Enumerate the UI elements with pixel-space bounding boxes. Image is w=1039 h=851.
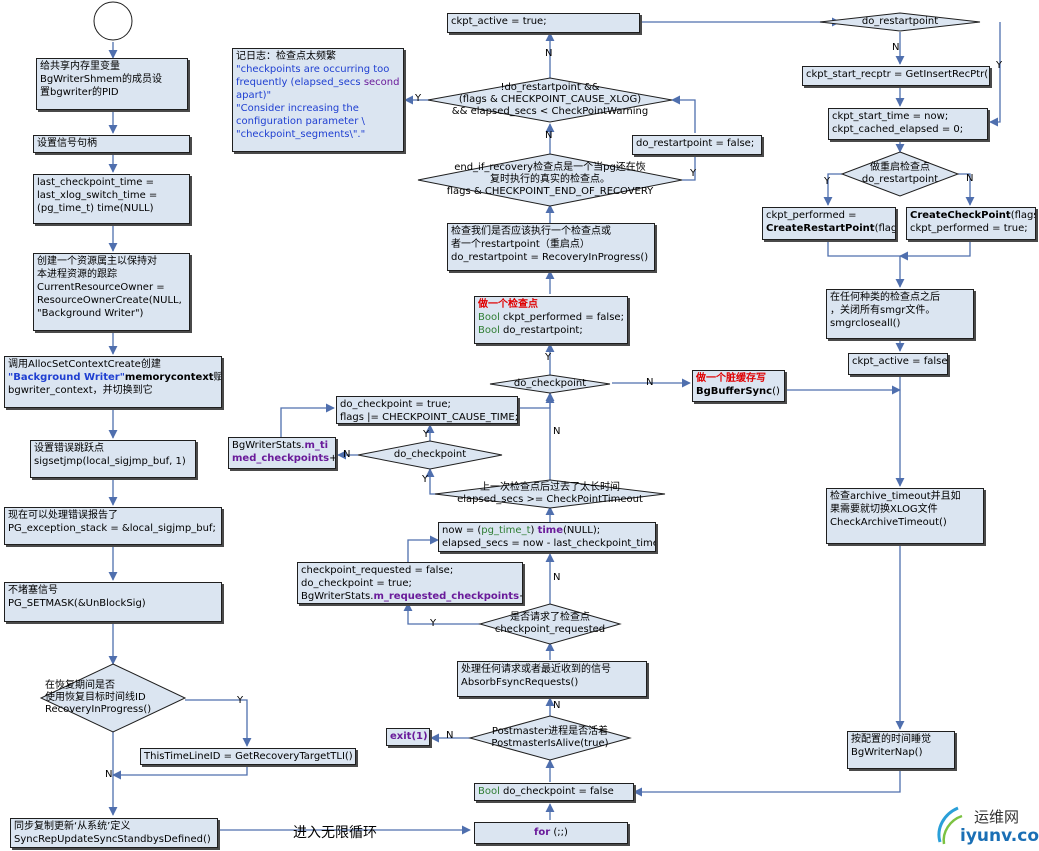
yn-label: Y <box>430 618 437 629</box>
should-restartpoint-box: 检查我们是否应该执行一个检查点或 者一个restartpoint（重启点） do… <box>447 223 655 271</box>
syncrep-box: 同步复制更新‘从系统’定义 SyncRepUpdateSyncStandbysD… <box>10 818 218 848</box>
yn-label: N <box>105 769 113 780</box>
exception-stack-box: 现在可以处理错误报告了 PG_exception_stack = &local_… <box>4 507 222 545</box>
absorb-fsync-box: 处理任何请求或者最近收到的信号 AbsorbFsyncRequests() <box>457 661 647 697</box>
infinite-loop-label: 进入无限循环 <box>293 825 377 841</box>
do-checkpoint-decision: do_checkpoint <box>513 378 587 389</box>
recovery-in-progress-decision: 在恢复期间是否 使用恢复目标时间线ID RecoveryInProgress() <box>45 680 152 715</box>
checkpoint-timeout-decision: 上一次检查点后过去了太长时间 elapsed_secs >= CheckPoin… <box>457 482 643 505</box>
restartpoint-false-box: do_restartpoint = false; <box>632 135 762 155</box>
cause-time-box: do_checkpoint = true; flags |= CHECKPOIN… <box>336 396 518 424</box>
init-do-checkpoint-box: Bool do_checkpoint = false <box>474 783 634 801</box>
requested-checkpoint-box: checkpoint_requested = false; do_checkpo… <box>297 562 523 604</box>
bgwriter-nap-box: 按配置的时间睡觉 BgWriterNap() <box>847 731 955 769</box>
ckpt-active-true-box: ckpt_active = true; <box>447 13 640 33</box>
dirty-buffer-box: 做一个脏缓存写 BgBufferSync() <box>692 370 785 402</box>
timed-checkpoint-stats-box: BgWriterStats.m_ti med_checkpoints++ <box>228 437 336 469</box>
yn-label: N <box>966 173 974 184</box>
signal-handler-box: 设置信号句柄 <box>33 135 190 153</box>
yn-label: Y <box>237 695 244 706</box>
yn-label: N <box>545 130 553 141</box>
create-restartpoint-box: ckpt_performed = CreateRestartPoint(flag… <box>762 207 896 240</box>
yn-label: N <box>892 42 900 53</box>
elapsed-time-box: now = (pg_time_t) time(NULL); elapsed_se… <box>438 522 656 552</box>
unblock-signal-box: 不堵塞信号 PG_SETMASK(&UnBlockSig) <box>4 582 222 622</box>
yn-label: Y <box>422 474 429 485</box>
restartpoint-decision: do_restartpoint <box>861 16 939 27</box>
set-pid-box: 给共享内存里变量 BgWriterShmem的成员设 置bgwriter的PID <box>36 58 188 110</box>
resource-owner-box: 创建一个资源属主以保持对 本进程资源的跟踪 CurrentResourceOwn… <box>33 253 190 331</box>
yn-label: N <box>553 700 561 711</box>
time-init-box: last_checkpoint_time = last_xlog_switch_… <box>33 174 190 224</box>
start-time-box: ckpt_start_time = now; ckpt_cached_elaps… <box>828 108 988 140</box>
restartpoint-decision-2: 做重启检查点 do_restartpoint <box>861 162 939 185</box>
make-checkpoint-box: 做一个检查点 Bool ckpt_performed = false; Bool… <box>474 296 628 344</box>
memory-context-box: 调用AllocSetContextCreate创建 "Background Wr… <box>4 356 222 408</box>
create-checkpoint-box: CreateCheckPoint(flags); ckpt_performed … <box>906 207 1036 240</box>
yn-label: N <box>553 426 561 437</box>
yn-label: N <box>646 377 654 388</box>
iyunv-logo-icon <box>937 806 963 845</box>
end-of-recovery-decision: end_if_recovery检查点是一个当pg还在恢 复时执行的真实的检查点。… <box>446 162 654 197</box>
yn-label: Y <box>545 352 552 363</box>
yn-label: Y <box>690 168 697 179</box>
checkpoint-requested-decision: 是否请求了检查点 checkpoint_requested <box>494 612 606 635</box>
smgr-close-box: 在任何种类的检查点之后 ，关闭所有smgr文件。 smgrcloseall() <box>826 289 974 339</box>
watermark-en: iyunv.com <box>960 826 1039 846</box>
ckpt-active-false-box: ckpt_active = false; <box>848 353 948 375</box>
log-warning-box: 记日志：检查点太频繁 "checkpoints are occurring to… <box>232 48 404 152</box>
yn-label: Y <box>415 93 422 104</box>
yn-label: Y <box>824 176 831 187</box>
postmaster-alive-decision: Postmaster进程是否活着 PostmasterIsAlive(true) <box>491 726 609 749</box>
yn-label: N <box>446 730 454 741</box>
yn-label: N <box>553 572 561 583</box>
exit-box: exit(1) <box>386 728 430 746</box>
do-checkpoint-small-decision: do_checkpoint <box>393 449 467 460</box>
yn-label: N <box>545 48 553 59</box>
yn-label: Y <box>996 60 1003 71</box>
start-recptr-box: ckpt_start_recptr = GetInsertRecPtr() <box>802 66 990 86</box>
sigsetjmp-box: 设置错误跳跃点 sigsetjmp(local_sigjmp_buf, 1) <box>30 440 196 478</box>
yn-label: N <box>343 449 351 460</box>
for-loop-box: for (;;) <box>474 822 628 844</box>
yn-label: Y <box>423 429 430 440</box>
timeline-box: ThisTimeLineID = GetRecoveryTargetTLI() <box>140 748 356 765</box>
watermark-cn: 运维网 <box>974 808 1020 826</box>
checkpoint-warning-decision: !do_restartpoint && (flags & CHECKPOINT_… <box>451 82 649 117</box>
archive-timeout-box: 检查archive_timeout并且如 果需要就切换XLOG文件 CheckA… <box>826 488 984 544</box>
